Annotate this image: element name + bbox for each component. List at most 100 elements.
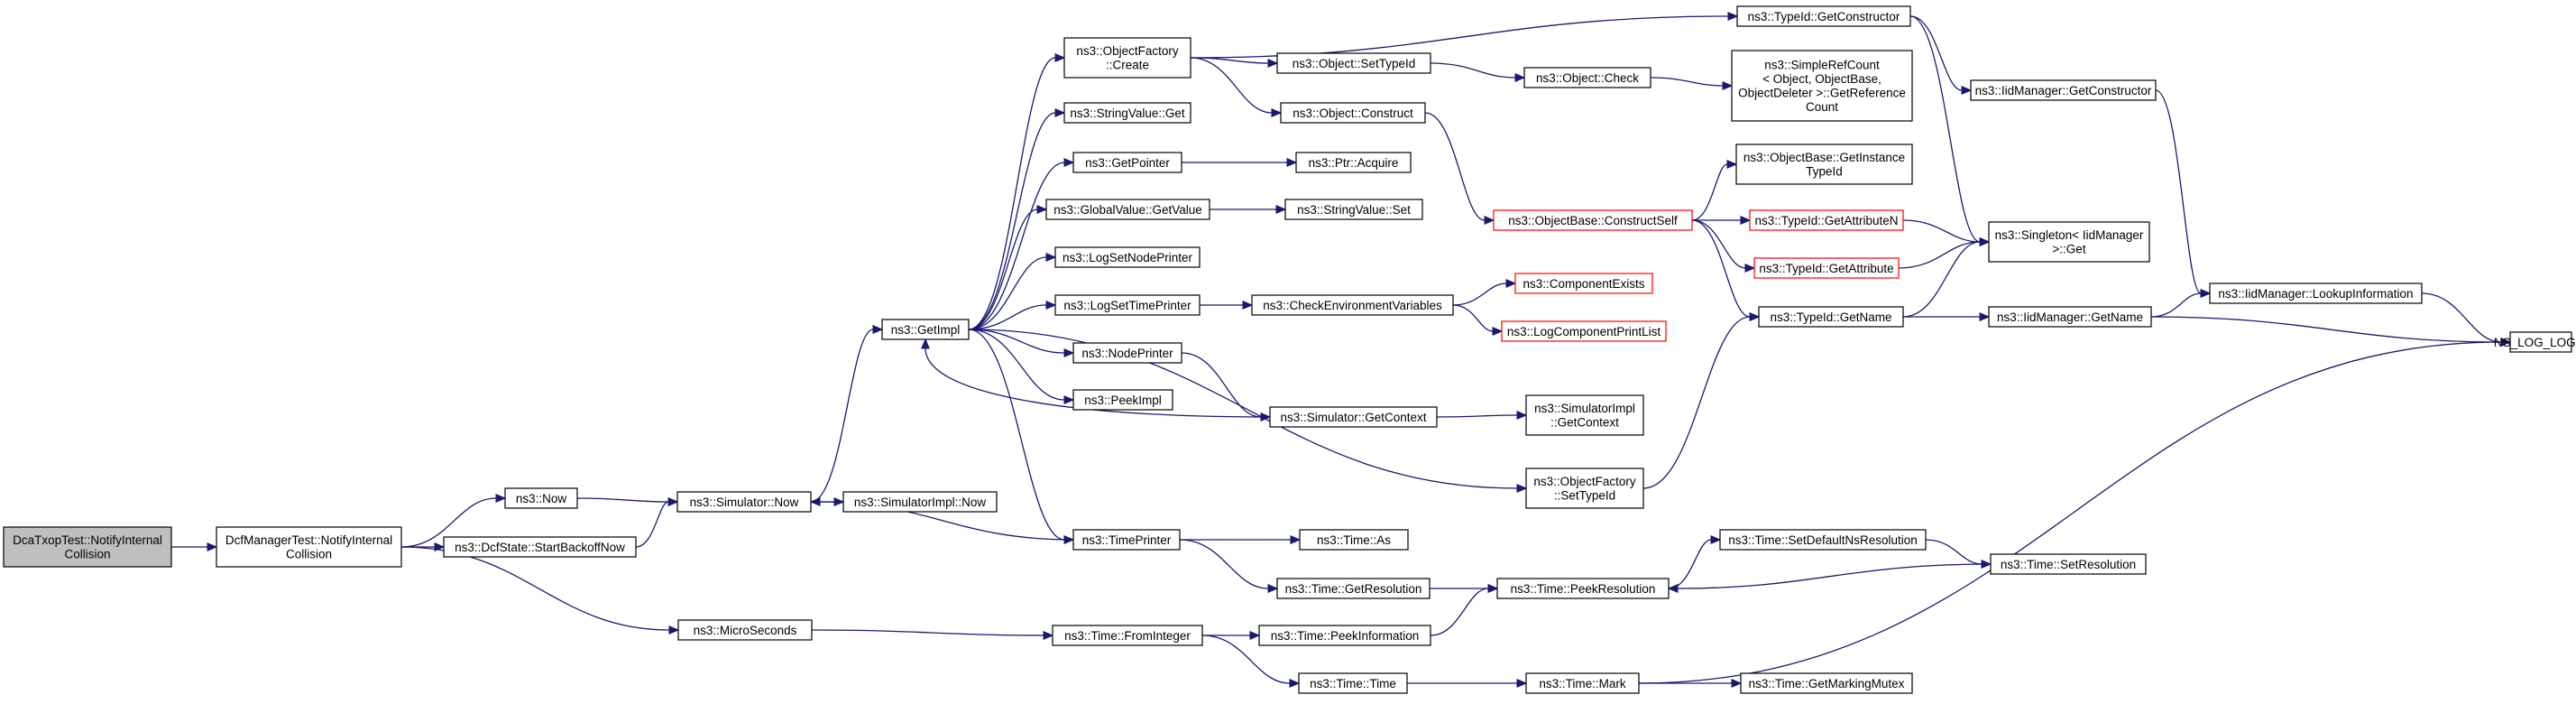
arrowhead-icon <box>1492 327 1504 336</box>
node-getpointer[interactable]: ns3::GetPointer <box>1072 152 1182 173</box>
edge-objsettypeid-to-objcheck <box>1430 62 1516 79</box>
node-box <box>1523 67 1651 88</box>
node-timeprinter[interactable]: ns3::TimePrinter <box>1072 529 1181 551</box>
node-label: ns3::ComponentExists <box>1523 277 1644 291</box>
edge-timemark-to-nslog <box>1638 341 2502 684</box>
node-typeidgetctor[interactable]: ns3::TypeId::GetConstructor <box>1736 5 1911 27</box>
arrowhead-icon <box>1275 205 1287 214</box>
arrowhead-icon <box>1036 205 1048 214</box>
node-box <box>504 487 578 509</box>
node-logsetnode[interactable]: ns3::LogSetNodePrinter <box>1054 246 1201 268</box>
edge-iidmgrlookup-to-nslog <box>2421 292 2502 343</box>
arrowhead-icon <box>434 542 446 551</box>
node-ptracquire[interactable]: ns3::Ptr::Acquire <box>1295 152 1412 173</box>
node-simplerefcount[interactable]: ns3::SimpleRefCount< Object, ObjectBase,… <box>1731 50 1913 122</box>
node-label: ns3::ObjectFactory <box>1533 475 1636 488</box>
node-label: TypeId <box>1806 165 1843 179</box>
node-box <box>1525 394 1644 436</box>
edge-checkenv-to-logcompprint <box>1452 304 1494 332</box>
node-fromint[interactable]: ns3::Time::FromInteger <box>1052 625 1203 646</box>
node-globalvalueget[interactable]: ns3::GlobalValue::GetValue <box>1045 199 1210 220</box>
node-peekimpl[interactable]: ns3::PeekImpl <box>1072 389 1173 411</box>
node-simimplgetctx[interactable]: ns3::SimulatorImpl::GetContext <box>1525 394 1644 436</box>
node-box <box>1072 342 1182 364</box>
node-objcheck[interactable]: ns3::Object::Check <box>1523 67 1651 88</box>
arrowhead-icon <box>1961 86 1973 95</box>
node-timetime[interactable]: ns3::Time::Time <box>1298 672 1408 694</box>
node-timesetdefns[interactable]: ns3::Time::SetDefaultNsResolution <box>1719 529 1927 551</box>
node-label: ns3::Time::GetResolution <box>1285 582 1422 596</box>
node-label: Count <box>1806 100 1838 114</box>
node-now[interactable]: ns3::Now <box>504 487 578 509</box>
arrowhead-icon <box>1267 59 1279 68</box>
edge-getimpl-to-objfactorysettypeid <box>968 329 1518 489</box>
node-compexists[interactable]: ns3::ComponentExists <box>1514 273 1653 294</box>
node-typeidgetattrn[interactable]: ns3::TypeId::GetAttributeN <box>1749 209 1904 231</box>
arrowhead-icon <box>1290 535 1302 544</box>
node-typeidgetname[interactable]: ns3::TypeId::GetName <box>1758 306 1904 328</box>
node-strvalset[interactable]: ns3::StringValue::Set <box>1284 199 1423 220</box>
node-box <box>1525 672 1640 694</box>
node-timegetres[interactable]: ns3::Time::GetResolution <box>1276 578 1431 599</box>
node-objconstruct[interactable]: ns3::Object::Construct <box>1280 102 1426 124</box>
node-logsettime[interactable]: ns3::LogSetTimePrinter <box>1054 294 1201 316</box>
arrowhead-icon <box>1731 679 1743 688</box>
node-box <box>1054 246 1201 268</box>
node-box <box>1072 389 1173 411</box>
node-objsettypeid[interactable]: ns3::Object::SetTypeId <box>1276 52 1431 74</box>
node-objfactorycreate[interactable]: ns3::ObjectFactory::Create <box>1063 37 1191 79</box>
node-iidmgrgetctor[interactable]: ns3::IidManager::GetConstructor <box>1970 79 2157 101</box>
node-simimplnow[interactable]: ns3::SimulatorImpl::Now <box>842 491 998 513</box>
node-label: ns3::LogSetTimePrinter <box>1063 299 1191 312</box>
node-box <box>1970 79 2157 101</box>
node-timemark[interactable]: ns3::Time::Mark <box>1525 672 1640 694</box>
node-label: ns3::GetImpl <box>891 323 961 337</box>
node-box <box>1052 625 1203 646</box>
node-timesetres[interactable]: ns3::Time::SetResolution <box>1990 553 2147 575</box>
node-label: NS_LOG_LOGIC <box>2494 336 2576 349</box>
node-label: ns3::SimpleRefCount <box>1764 59 1880 72</box>
node-getimpl[interactable]: ns3::GetImpl <box>881 319 970 340</box>
node-box <box>2509 331 2572 353</box>
node-label: ns3::Object::Construct <box>1293 107 1413 120</box>
arrowhead-icon <box>1726 160 1738 169</box>
arrowhead-icon <box>1979 312 1991 321</box>
node-box <box>1251 294 1454 316</box>
node-timegetmarkmutex[interactable]: ns3::Time::GetMarkingMutex <box>1740 672 1913 694</box>
node-typeidgetattr[interactable]: ns3::TypeId::GetAttribute <box>1753 257 1900 279</box>
node-objfactorysettypeid[interactable]: ns3::ObjectFactory::SetTypeId <box>1525 468 1644 509</box>
node-simgetctx[interactable]: ns3::Simulator::GetContext <box>1269 406 1438 428</box>
node-simnow[interactable]: ns3::Simulator::Now <box>676 491 812 513</box>
node-label: ns3::TypeId::GetAttributeN <box>1754 214 1898 227</box>
node-iidmgrgetname[interactable]: ns3::IidManager::GetName <box>1988 306 2152 328</box>
node-microseconds[interactable]: ns3::MicroSeconds <box>677 619 813 641</box>
node-box <box>1063 102 1191 124</box>
node-dcfstate[interactable]: ns3::DcfState::StartBackoffNow <box>443 536 637 558</box>
node-objbaseconstructself[interactable]: ns3::ObjectBase::ConstructSelf <box>1493 209 1693 231</box>
node-box <box>443 536 637 558</box>
edge-dcfmanager-to-now <box>400 497 497 548</box>
arrowhead-icon <box>207 542 218 551</box>
node-timeas[interactable]: ns3::Time::As <box>1299 529 1409 551</box>
node-box <box>1719 529 1927 551</box>
node-iidmgrlookup[interactable]: ns3::IidManager::LookupInformation <box>2209 283 2423 304</box>
node-nodeprinter[interactable]: ns3::NodePrinter <box>1072 342 1182 364</box>
node-nslog[interactable]: NS_LOG_LOGIC <box>2494 331 2576 353</box>
node-checkenv[interactable]: ns3::CheckEnvironmentVariables <box>1251 294 1454 316</box>
arrowhead-icon <box>495 494 507 503</box>
node-singletonget[interactable]: ns3::Singleton< IidManager>::Get <box>1988 221 2150 263</box>
edge-iidmgrgetname-to-iidmgrlookup <box>2150 292 2202 318</box>
node-stringvalueget[interactable]: ns3::StringValue::Get <box>1063 102 1191 124</box>
arrowhead-icon <box>667 497 679 506</box>
node-timepeekinfo[interactable]: ns3::Time::PeekInformation <box>1258 625 1431 646</box>
node-logcompprint[interactable]: ns3::LogComponentPrintList <box>1501 320 1667 342</box>
node-label: ns3::StringValue::Set <box>1297 203 1411 217</box>
node-label: ns3::Simulator::GetContext <box>1280 411 1426 424</box>
arrowhead-icon <box>809 497 821 506</box>
edge-simgetctx-to-simimplgetctx <box>1436 414 1518 418</box>
edge-now-to-simnow <box>576 497 669 503</box>
node-timepeekres[interactable]: ns3::Time::PeekResolution <box>1496 578 1670 599</box>
